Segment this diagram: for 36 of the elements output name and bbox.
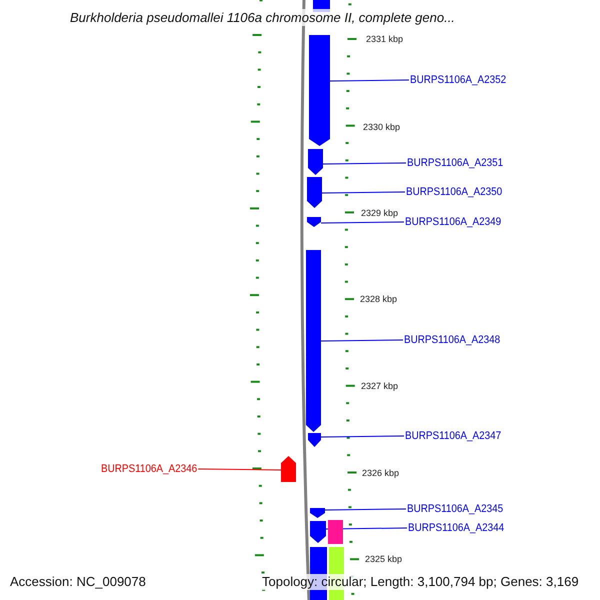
gene-feature <box>310 521 326 543</box>
gene-label: BURPS1106A_A2345 <box>407 503 504 515</box>
scale-label: 2325 kbp <box>365 554 402 564</box>
gene-feature <box>308 433 321 447</box>
gene-label: BURPS1106A_A2346 <box>101 463 198 475</box>
gene-feature <box>307 217 321 227</box>
gene-label: BURPS1106A_A2349 <box>405 216 502 228</box>
gene-label: BURPS1106A_A2351 <box>407 157 504 169</box>
gene-feature <box>307 177 322 208</box>
leader-line <box>198 468 282 470</box>
gene-feature <box>310 508 325 518</box>
gene-label: BURPS1106A_A2350 <box>406 186 502 198</box>
gene-feature <box>309 35 330 146</box>
leader-line <box>330 80 410 82</box>
scale-label: 2328 kbp <box>360 294 398 304</box>
gene-label: BURPS1106A_A2348 <box>404 334 500 346</box>
info-text: Accession: NC_009078 <box>8 574 148 590</box>
leader-line <box>326 528 408 530</box>
scale-label: 2327 kbp <box>361 381 398 391</box>
scale-label: 2331 kbp <box>366 34 404 44</box>
gene-feature <box>308 149 323 175</box>
gene-label: BURPS1106A_A2352 <box>410 74 506 86</box>
leader-line <box>322 162 406 164</box>
gene-label: BURPS1106A_A2347 <box>405 430 502 442</box>
leader-line <box>322 192 406 194</box>
scale-label: 2330 kbp <box>363 122 400 132</box>
gene-label: BURPS1106A_A2344 <box>408 522 504 534</box>
gene-feature <box>328 520 343 544</box>
gene-feature <box>281 456 296 482</box>
scale-label: 2326 kbp <box>362 468 400 478</box>
leader-line <box>324 508 406 510</box>
leader-line <box>320 222 404 224</box>
scale-label: 2329 kbp <box>361 208 398 218</box>
leader-line <box>320 436 404 438</box>
info-text: Topology: circular; Length: 3,100,794 bp; Genes: 3,169 <box>260 574 581 590</box>
leader-line <box>320 340 404 342</box>
